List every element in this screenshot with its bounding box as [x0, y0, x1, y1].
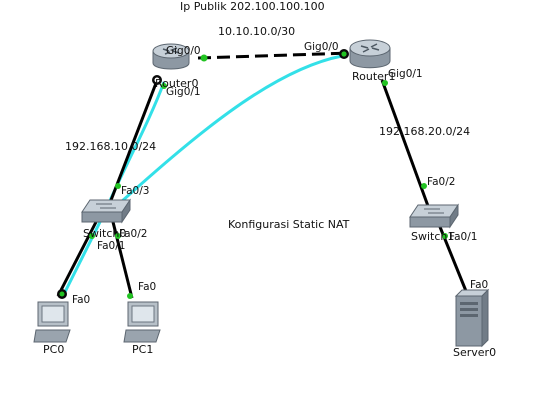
switch1-fa01-label: Fa0/1 [449, 231, 478, 243]
pc0-fa0-label: Fa0 [72, 294, 91, 306]
server0-name[interactable]: Server0 [453, 346, 497, 359]
port-up-indicator [115, 183, 121, 189]
router0-gig01-label: Gig0/1 [166, 86, 201, 98]
port-up-indicator [382, 80, 388, 86]
highlight-trace-switch0-router1 [110, 54, 343, 212]
link-router1-switch1[interactable] [380, 79, 430, 207]
highlight-traces [60, 54, 343, 299]
router0-gig00-label: Gig0/0 [166, 45, 201, 57]
server0-fa0-label: Fa0 [470, 279, 489, 291]
port-up-indicator [421, 183, 427, 189]
wan-network-label: 10.10.10.0/30 [218, 25, 296, 38]
port-up-indicator [200, 54, 208, 62]
port-up-indicator [442, 233, 448, 239]
port-up-indicator [115, 233, 121, 239]
switch0-icon[interactable] [81, 198, 131, 224]
router1-gig00-label: Gig0/0 [304, 41, 339, 53]
port-up-indicator [59, 291, 65, 297]
router0-icon[interactable] [152, 43, 190, 70]
port-indicators [57, 49, 469, 299]
router1-icon[interactable] [349, 39, 391, 69]
lan2-network-label: 192.168.20.0/24 [379, 125, 471, 138]
port-up-indicator [161, 83, 167, 89]
router0-name[interactable]: Router0 [155, 77, 199, 90]
pc1-icon[interactable] [123, 301, 161, 343]
pc1-name[interactable]: PC1 [132, 343, 154, 356]
public-ip-title: Ip Publik 202.100.100.100 [180, 0, 325, 13]
switch0-fa03-label: Fa0/3 [121, 185, 150, 197]
router1-name[interactable]: Router1 [352, 70, 396, 83]
switch1-fa02-label: Fa0/2 [427, 176, 456, 188]
link-router0-router1[interactable] [197, 51, 351, 60]
port-up-indicator [341, 51, 347, 57]
diagram-subtitle: Konfigurasi Static NAT [228, 218, 350, 231]
server0-icon[interactable] [454, 288, 490, 348]
switch0-fa01-label: Fa0/1 [97, 240, 126, 252]
switch0-fa02-label: Fa0/2 [119, 228, 148, 240]
switch1-name[interactable]: Switch1 [411, 230, 455, 243]
pc0-name[interactable]: PC0 [43, 343, 65, 356]
router1-gig01-label: Gig0/1 [388, 68, 423, 80]
switch1-icon[interactable] [409, 203, 459, 229]
port-up-indicator [127, 293, 133, 299]
switch0-name[interactable]: Switch0 [83, 227, 127, 240]
pc0-icon[interactable] [33, 301, 71, 343]
port-up-indicator [154, 77, 160, 83]
pc1-fa0-label: Fa0 [138, 281, 157, 293]
port-up-indicator [89, 233, 95, 239]
lan1-network-label: 192.168.10.0/24 [65, 140, 157, 153]
